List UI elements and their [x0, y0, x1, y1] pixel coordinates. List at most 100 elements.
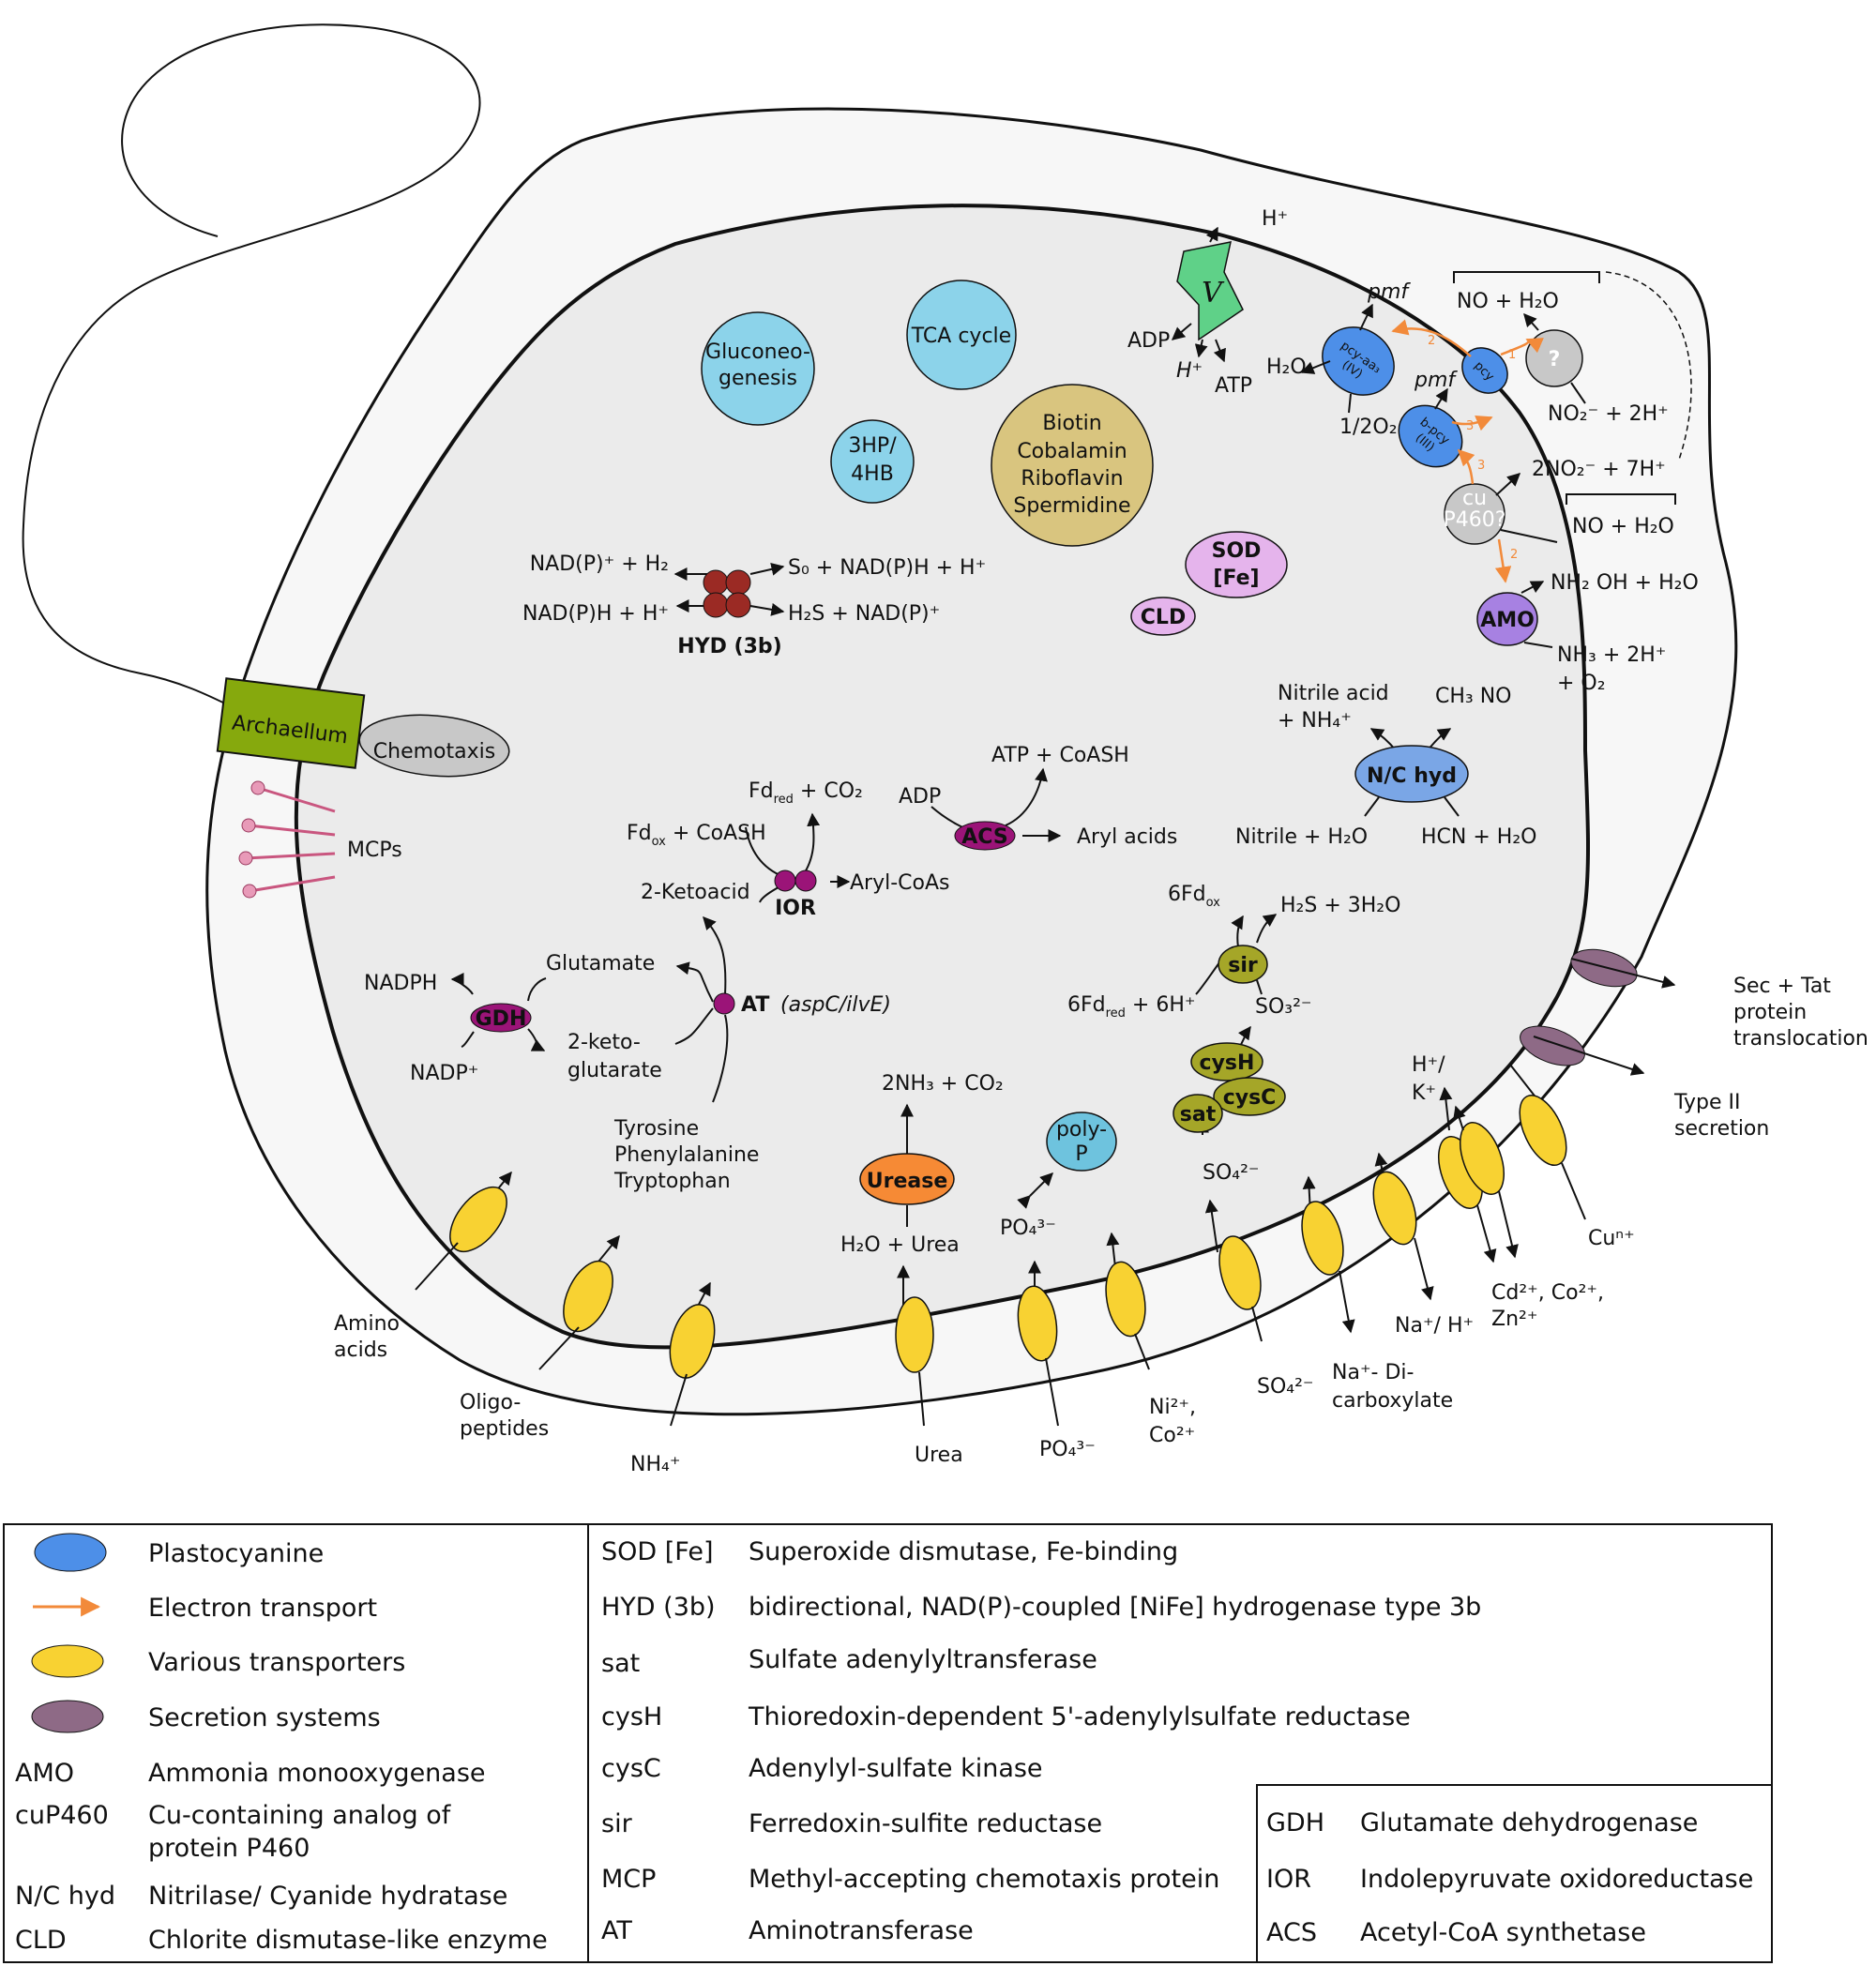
svg-text:K⁺: K⁺ — [1412, 1081, 1436, 1105]
cld: CLD — [1130, 597, 1196, 636]
svg-text:PO₄³⁻: PO₄³⁻ — [1000, 1217, 1056, 1240]
svg-text:3: 3 — [1477, 459, 1485, 473]
svg-text:Indolepyruvate oxidoreductase: Indolepyruvate oxidoreductase — [1360, 1865, 1753, 1894]
svg-text:Urea: Urea — [915, 1444, 963, 1467]
svg-text:carboxylate: carboxylate — [1332, 1389, 1453, 1413]
svg-text:1/2O₂: 1/2O₂ — [1339, 416, 1398, 439]
svg-text:SO₃²⁻: SO₃²⁻ — [1255, 995, 1312, 1019]
b-pcy-complex-iii: b-pcy (III) pmf — [1398, 369, 1463, 468]
svg-text:CLD: CLD — [1141, 606, 1186, 629]
svg-text:Methyl-accepting chemotaxis pr: Methyl-accepting chemotaxis protein — [749, 1865, 1219, 1894]
svg-text:+ NH₄⁺: + NH₄⁺ — [1278, 709, 1352, 733]
svg-text:V: V — [1202, 277, 1225, 310]
svg-text:Adenylyl-sulfate kinase: Adenylyl-sulfate kinase — [749, 1754, 1043, 1783]
svg-text:NAD(P)H + H⁺: NAD(P)H + H⁺ — [522, 602, 669, 626]
svg-text:Secretion systems: Secretion systems — [148, 1703, 381, 1732]
svg-text:Na⁺/ H⁺: Na⁺/ H⁺ — [1395, 1314, 1474, 1338]
svg-text:CLD: CLD — [15, 1926, 67, 1955]
svg-text:NH₃ + 2H⁺: NH₃ + 2H⁺ — [1557, 643, 1666, 667]
svg-text:pmf: pmf — [1414, 369, 1458, 392]
transporters — [415, 1064, 1586, 1427]
cup460: cu P460? 2NO₂⁻ + 7H⁺ NO + H₂O — [1444, 458, 1676, 545]
svg-text:Cd²⁺, Co²⁺,: Cd²⁺, Co²⁺, — [1491, 1281, 1604, 1305]
svg-text:Riboflavin: Riboflavin — [1021, 467, 1123, 491]
svg-text:H⁺/: H⁺/ — [1412, 1053, 1445, 1077]
svg-text:cysC: cysC — [601, 1754, 661, 1783]
pcy: pcy — [1461, 347, 1508, 394]
six-fd-ox: 6Fdox — [1168, 883, 1220, 910]
svg-text:H₂S + 3H₂O: H₂S + 3H₂O — [1280, 894, 1400, 917]
svg-text:Na⁺- Di-: Na⁺- Di- — [1332, 1361, 1414, 1384]
svg-text:translocation: translocation — [1733, 1027, 1868, 1051]
svg-text:SO₄²⁻: SO₄²⁻ — [1257, 1375, 1314, 1399]
svg-text:H₂O + Urea: H₂O + Urea — [840, 1233, 960, 1257]
acs: ACS ADP ATP + CoASH Aryl acids — [899, 744, 1177, 851]
svg-text:IOR: IOR — [1266, 1865, 1311, 1894]
svg-text:Aryl acids: Aryl acids — [1077, 825, 1177, 849]
svg-text:AMO: AMO — [15, 1759, 74, 1788]
svg-text:cysH: cysH — [601, 1702, 662, 1732]
svg-text:MCP: MCP — [601, 1865, 656, 1894]
amo: AMO NH₂ OH + H₂O NH₃ + 2H⁺ + O₂ — [1476, 571, 1699, 695]
svg-text:3: 3 — [1466, 419, 1474, 433]
svg-text:P460?: P460? — [1444, 508, 1506, 532]
svg-text:ADP: ADP — [1127, 329, 1170, 353]
svg-text:NO + H₂O: NO + H₂O — [1572, 515, 1674, 538]
ior: IOR Fdred + CO₂ Fdox + CoASH 2-Ketoacid … — [627, 779, 950, 920]
svg-text:Glutamate dehydrogenase: Glutamate dehydrogenase — [1360, 1808, 1698, 1837]
svg-text:ACS: ACS — [961, 825, 1007, 849]
svg-text:protein P460: protein P460 — [148, 1834, 310, 1863]
svg-text:NAD(P)⁺ + H₂: NAD(P)⁺ + H₂ — [530, 552, 669, 576]
svg-text:Sec + Tat: Sec + Tat — [1733, 975, 1831, 998]
pcy-aa3-complex-iv: pcy-aa₃ (IV) pmf H₂O 1/2O₂ — [1266, 280, 1411, 439]
svg-text:cu: cu — [1462, 487, 1487, 510]
svg-text:Aryl-CoAs: Aryl-CoAs — [850, 871, 950, 895]
svg-text:genesis: genesis — [719, 367, 797, 390]
svg-text:2-keto-: 2-keto- — [567, 1031, 641, 1054]
svg-text:cuP460: cuP460 — [15, 1801, 109, 1830]
svg-text:SO₄²⁻: SO₄²⁻ — [1203, 1161, 1260, 1185]
svg-text:2: 2 — [1428, 334, 1435, 348]
svg-text:NADP⁺: NADP⁺ — [410, 1062, 478, 1085]
svg-text:ATP: ATP — [1215, 374, 1252, 398]
gdh: GDH NADPH NADP⁺ Glutamate 2-keto- glutar… — [364, 952, 662, 1085]
svg-text:MCPs: MCPs — [347, 839, 402, 862]
nc-hydratase: N/C hyd Nitrile acid + NH₄⁺ CH₃ NO Nitri… — [1235, 682, 1536, 849]
svg-text:ACS: ACS — [1266, 1918, 1317, 1947]
secretion-systems: Sec + Tat protein translocation Type II … — [1520, 948, 1868, 1141]
svg-text:PO₄³⁻: PO₄³⁻ — [1039, 1438, 1096, 1461]
svg-text:bidirectional, NAD(P)-coupled: bidirectional, NAD(P)-coupled [NiFe] hyd… — [749, 1593, 1481, 1622]
svg-text:?: ? — [1549, 348, 1561, 371]
svg-text:4HB: 4HB — [851, 462, 894, 486]
hyd-hydrogenase: NAD(P)⁺ + H₂ S₀ + NAD(P)H + H⁺ NAD(P)H +… — [522, 552, 986, 658]
svg-text:2-Ketoacid: 2-Ketoacid — [641, 881, 750, 904]
svg-text:ADP: ADP — [899, 785, 941, 809]
svg-text:NO + H₂O: NO + H₂O — [1457, 290, 1559, 313]
svg-text:Various transporters: Various transporters — [148, 1648, 405, 1677]
svg-text:H⁺: H⁺ — [1262, 207, 1288, 231]
svg-text:Cu-containing analog of: Cu-containing analog of — [148, 1801, 452, 1830]
urease: Urease 2NH₃ + CO₂ H₂O + Urea — [840, 1072, 1004, 1257]
svg-text:Type II: Type II — [1673, 1091, 1741, 1114]
svg-text:H₂O: H₂O — [1266, 355, 1307, 379]
svg-text:protein: protein — [1733, 1001, 1807, 1024]
svg-text:glutarate: glutarate — [567, 1059, 662, 1082]
svg-text:AMO: AMO — [1480, 609, 1535, 632]
svg-text:NH₂ OH + H₂O: NH₂ OH + H₂O — [1551, 571, 1699, 595]
svg-text:SOD [Fe]: SOD [Fe] — [601, 1537, 714, 1566]
chemotaxis: Chemotaxis — [358, 714, 510, 778]
svg-text:sat: sat — [601, 1649, 640, 1678]
svg-text:Urease: Urease — [867, 1170, 948, 1193]
svg-text:pmf: pmf — [1367, 280, 1411, 304]
svg-text:IOR: IOR — [775, 897, 816, 920]
svg-text:Co²⁺: Co²⁺ — [1149, 1424, 1195, 1447]
svg-text:secretion: secretion — [1674, 1117, 1769, 1141]
svg-text:Phenylalanine: Phenylalanine — [614, 1143, 759, 1167]
svg-text:GDH: GDH — [1266, 1808, 1324, 1837]
svg-text:Superoxide dismutase, Fe-bindi: Superoxide dismutase, Fe-binding — [749, 1537, 1178, 1566]
svg-text:N/C hyd: N/C hyd — [15, 1882, 115, 1911]
svg-text:TCA cycle: TCA cycle — [911, 325, 1011, 348]
svg-text:ATP + CoASH: ATP + CoASH — [991, 744, 1129, 767]
svg-text:Biotin: Biotin — [1042, 412, 1101, 435]
